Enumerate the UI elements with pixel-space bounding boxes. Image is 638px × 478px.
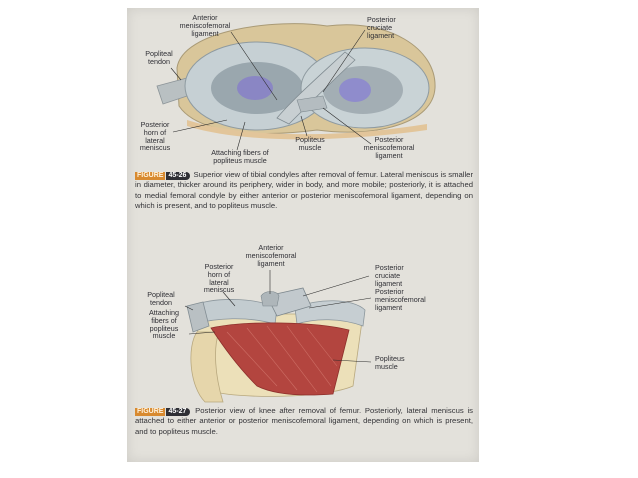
meniscofemoral-ligament-band — [296, 95, 328, 113]
label-posterior-meniscofemoral-ligament-2: Posterior meniscofemoral ligament — [375, 287, 426, 312]
medial-articular-surface — [339, 78, 371, 102]
label-popliteal-tendon-2: Popliteal tendon — [147, 290, 175, 307]
lateral-articular-surface — [237, 76, 273, 100]
textbook-page: Anterior meniscofemoral ligament Posteri… — [127, 8, 479, 462]
label-popliteus-muscle: Popliteus muscle — [295, 135, 325, 152]
label-posterior-horn-lateral-meniscus-2: Posterior horn of lateral meniscus — [203, 262, 235, 295]
figure-number: 45-26 — [166, 172, 191, 180]
figure-45-27-illustration — [184, 270, 372, 403]
label-posterior-meniscofemoral-ligament: Posterior meniscofemoral ligament — [363, 135, 415, 160]
label-posterior-cruciate-ligament-2: Posterior cruciate ligament — [375, 263, 404, 288]
label-attaching-fibers-popliteus: Attaching fibers of popliteus muscle — [211, 148, 269, 165]
popliteus-fibers — [187, 120, 427, 140]
anterior-meniscofemoral-ligament — [260, 291, 280, 307]
figure-number: 45-27 — [166, 408, 191, 416]
label-popliteus-muscle-2: Popliteus muscle — [375, 354, 405, 371]
fibula-head — [190, 331, 224, 403]
figure-label: FIGURE — [135, 172, 166, 180]
medial-meniscus — [294, 300, 366, 327]
figure-label: FIGURE — [135, 408, 166, 416]
popliteus-muscle — [210, 322, 350, 396]
label-popliteal-tendon: Popliteal tendon — [145, 49, 173, 66]
label-anterior-meniscofemoral-ligament: Anterior meniscofemoral ligament — [179, 13, 231, 38]
label-posterior-horn-lateral-meniscus: Posterior horn of lateral meniscus — [139, 120, 171, 153]
label-posterior-cruciate-ligament: Posterior cruciate ligament — [367, 15, 396, 40]
figure-45-26-illustration — [156, 23, 436, 151]
label-anterior-meniscofemoral-ligament-2: Anterior meniscofemoral ligament — [245, 243, 297, 268]
caption-text: Superior view of tibial condyles after r… — [135, 170, 473, 210]
label-attaching-fibers-popliteus-2: Attaching fibers of popliteus muscle — [149, 308, 179, 341]
caption-text: Posterior view of knee after removal of … — [135, 406, 473, 436]
